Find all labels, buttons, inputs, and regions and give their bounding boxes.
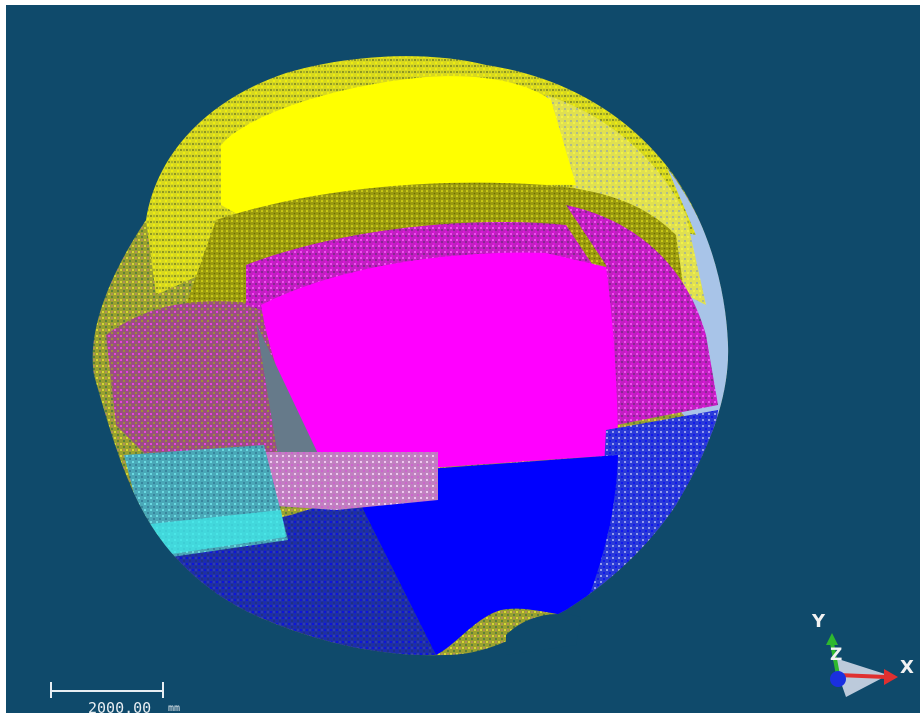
scale-bar-unit: mm bbox=[168, 703, 181, 713]
magenta-speckle-left bbox=[106, 301, 306, 475]
axis-triad[interactable]: Y Z X bbox=[796, 605, 920, 705]
3d-viewport[interactable]: 2000.00 mm Y Z X bbox=[6, 5, 920, 713]
grey-triangle-region bbox=[256, 323, 321, 475]
scale-bar: 2000.00 mm bbox=[50, 681, 200, 713]
magenta-speckle-right bbox=[566, 205, 718, 425]
z-axis-dot-icon bbox=[830, 671, 846, 687]
bottom-notch bbox=[506, 614, 581, 655]
x-axis-label: X bbox=[900, 657, 914, 678]
scale-bar-tick-right bbox=[162, 682, 164, 698]
pink-speckle-band bbox=[261, 452, 438, 510]
scale-bar-line bbox=[50, 690, 164, 692]
scale-bar-value: 2000.00 bbox=[88, 699, 152, 713]
x-axis-arrowhead-icon bbox=[884, 669, 898, 685]
x-axis-arrow-icon bbox=[837, 673, 887, 679]
scale-bar-tick-left bbox=[50, 682, 52, 698]
yellow-solid-region bbox=[221, 76, 576, 230]
y-axis-label: Y bbox=[812, 611, 826, 632]
cyan-bright-strip bbox=[141, 510, 286, 557]
y-axis-arrow-icon bbox=[830, 642, 840, 676]
magenta-solid-region bbox=[261, 252, 618, 475]
blue-solid-region bbox=[346, 455, 618, 655]
point-cloud-scene[interactable] bbox=[6, 5, 920, 713]
y-axis-arrowhead-icon bbox=[826, 633, 838, 645]
z-axis-label: Z bbox=[830, 645, 843, 665]
